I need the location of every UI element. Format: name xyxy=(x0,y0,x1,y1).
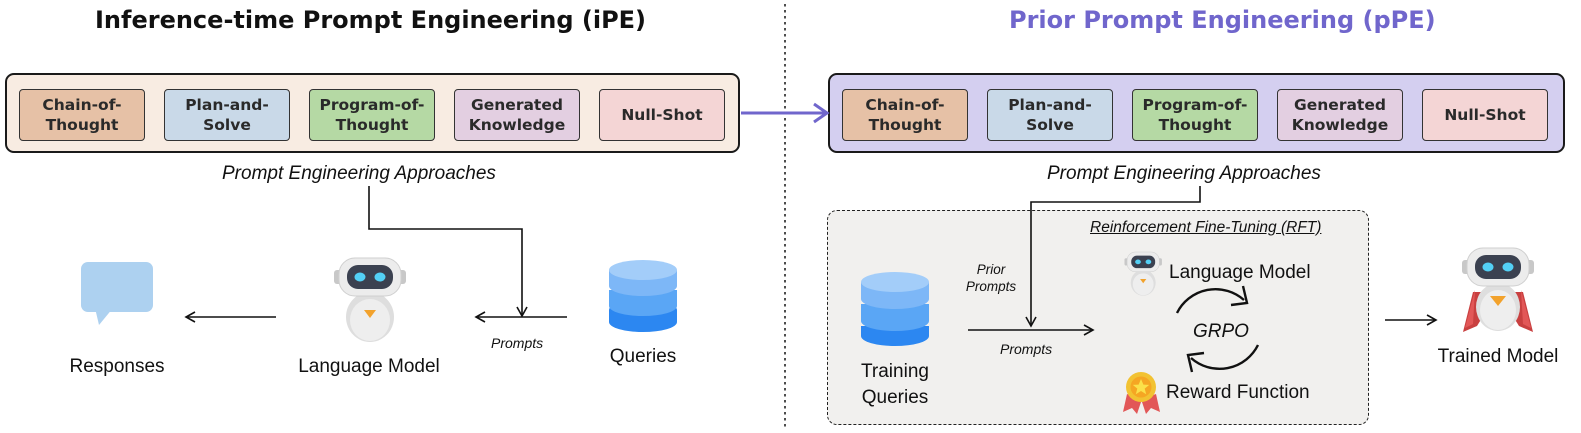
approach-generated-knowledge: Generated Knowledge xyxy=(1277,89,1403,141)
ppe-approaches-panel: Chain-of- Thought Plan-and- Solve Progra… xyxy=(828,73,1565,153)
queries-label: Queries xyxy=(609,346,677,367)
approach-plan-and-solve: Plan-and- Solve xyxy=(987,89,1113,141)
caped-robot-icon xyxy=(1462,247,1534,332)
ipe-approaches-caption: Prompt Engineering Approaches xyxy=(222,163,496,184)
ipe-approaches-panel: Chain-of- Thought Plan-and- Solve Progra… xyxy=(5,73,740,153)
speech-bubble-icon xyxy=(81,262,153,325)
prompts-label: Prompts xyxy=(1000,341,1053,357)
approach-program-of-thought: Program-of- Thought xyxy=(309,89,435,141)
approach-program-of-thought: Program-of- Thought xyxy=(1132,89,1258,141)
approach-chain-of-thought: Chain-of- Thought xyxy=(842,89,968,141)
prompts-label: Prompts xyxy=(491,335,544,351)
prompts-flow-line xyxy=(368,186,528,318)
approach-null-shot: Null-Shot xyxy=(599,89,725,141)
robot-icon xyxy=(1124,251,1162,296)
rft-language-model-label: Language Model xyxy=(1169,262,1311,283)
prior-prompts-label: Prior Prompts xyxy=(965,262,1017,294)
approach-null-shot: Null-Shot xyxy=(1422,89,1548,141)
database-icon xyxy=(609,260,677,332)
medal-icon xyxy=(1123,372,1160,414)
responses-label: Responses xyxy=(69,356,165,377)
grpo-label: GRPO xyxy=(1193,321,1249,342)
approach-plan-and-solve: Plan-and- Solve xyxy=(164,89,290,141)
approach-chain-of-thought: Chain-of- Thought xyxy=(19,89,145,141)
ppe-title: Prior Prompt Engineering (pPE) xyxy=(1009,6,1436,34)
ppe-approaches-caption: Prompt Engineering Approaches xyxy=(1047,163,1321,184)
cycle-arrows-icon xyxy=(1175,285,1260,373)
ipe-title: Inference-time Prompt Engineering (iPE) xyxy=(95,6,647,34)
reward-function-label: Reward Function xyxy=(1166,382,1310,403)
prior-prompts-line xyxy=(1025,186,1201,328)
rft-title: Reinforcement Fine-Tuning (RFT) xyxy=(1090,219,1322,236)
approach-generated-knowledge: Generated Knowledge xyxy=(454,89,580,141)
language-model-label: Language Model xyxy=(298,356,440,377)
robot-icon xyxy=(334,257,406,342)
database-icon xyxy=(861,272,929,346)
trained-model-label: Trained Model xyxy=(1437,346,1559,367)
training-queries-label: Training Queries xyxy=(861,361,929,408)
